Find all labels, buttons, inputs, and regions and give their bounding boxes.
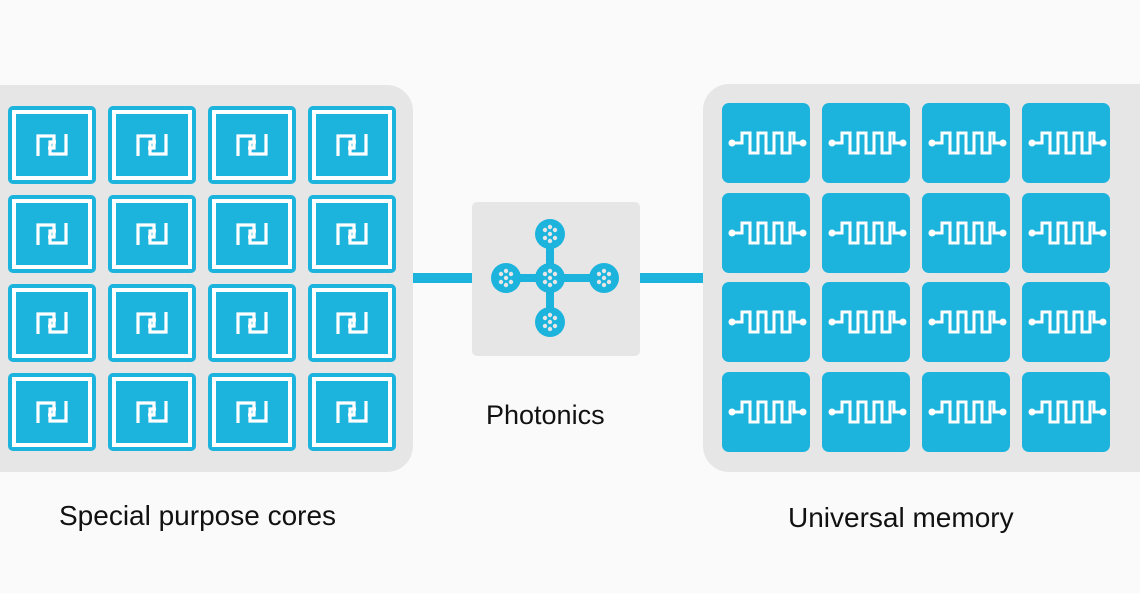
right-connection-line — [640, 273, 703, 283]
processor-core-icon — [12, 110, 92, 180]
memory-tile — [722, 282, 810, 362]
memory-waveform-icon — [1028, 131, 1107, 155]
core-tile — [208, 284, 296, 362]
core-tile — [108, 373, 196, 451]
memory-waveform-icon — [728, 310, 807, 334]
processor-core-icon — [112, 288, 192, 358]
core-tile — [108, 106, 196, 184]
processor-core-icon — [112, 377, 192, 447]
photonics-box — [472, 202, 640, 356]
memory-waveform-icon — [928, 131, 1007, 155]
memory-waveform-icon — [928, 221, 1007, 245]
core-tile — [308, 195, 396, 273]
processor-core-icon — [312, 199, 392, 269]
processor-core-icon — [12, 288, 92, 358]
core-tile — [208, 373, 296, 451]
processor-core-icon — [112, 199, 192, 269]
core-tile — [8, 106, 96, 184]
memory-waveform-icon — [828, 310, 907, 334]
core-tile — [108, 195, 196, 273]
memory-waveform-icon — [728, 400, 807, 424]
core-tile — [308, 106, 396, 184]
memory-waveform-icon — [728, 131, 807, 155]
core-tile — [108, 284, 196, 362]
cores-label: Special purpose cores — [59, 500, 337, 531]
memory-waveform-icon — [728, 221, 807, 245]
photonics-label: Photonics — [486, 400, 605, 430]
memory-waveform-icon — [828, 400, 907, 424]
core-tile — [8, 373, 96, 451]
memory-tile — [822, 282, 910, 362]
processor-core-icon — [212, 377, 292, 447]
memory-tile — [722, 372, 810, 452]
memory-tile — [1022, 282, 1110, 362]
core-tile — [8, 284, 96, 362]
memory-tile — [822, 193, 910, 273]
memory-tile — [922, 372, 1010, 452]
memory-tile — [822, 103, 910, 183]
left-connection-line — [413, 273, 472, 283]
core-tile — [308, 284, 396, 362]
photonics-network-icon — [491, 219, 619, 337]
memory-waveform-icon — [828, 131, 907, 155]
memory-tile — [722, 193, 810, 273]
memory-waveform-icon — [1028, 221, 1107, 245]
processor-core-icon — [12, 199, 92, 269]
processor-core-icon — [112, 110, 192, 180]
memory-waveform-icon — [1028, 400, 1107, 424]
processor-core-icon — [312, 288, 392, 358]
memory-tile — [922, 103, 1010, 183]
memory-tile — [1022, 372, 1110, 452]
processor-core-icon — [212, 288, 292, 358]
memory-label: Universal memory — [788, 502, 1014, 533]
memory-tile — [922, 282, 1010, 362]
core-tile — [208, 106, 296, 184]
processor-core-icon — [312, 110, 392, 180]
memory-tile — [822, 372, 910, 452]
processor-core-icon — [312, 377, 392, 447]
core-tile — [308, 373, 396, 451]
memory-tile — [1022, 103, 1110, 183]
processor-core-icon — [212, 199, 292, 269]
memory-waveform-icon — [928, 400, 1007, 424]
core-tile — [8, 195, 96, 273]
memory-tile — [922, 193, 1010, 273]
memory-tile — [722, 103, 810, 183]
processor-core-icon — [212, 110, 292, 180]
memory-tile — [1022, 193, 1110, 273]
memory-waveform-icon — [928, 310, 1007, 334]
memory-waveform-icon — [1028, 310, 1107, 334]
processor-core-icon — [12, 377, 92, 447]
core-tile — [208, 195, 296, 273]
memory-waveform-icon — [828, 221, 907, 245]
